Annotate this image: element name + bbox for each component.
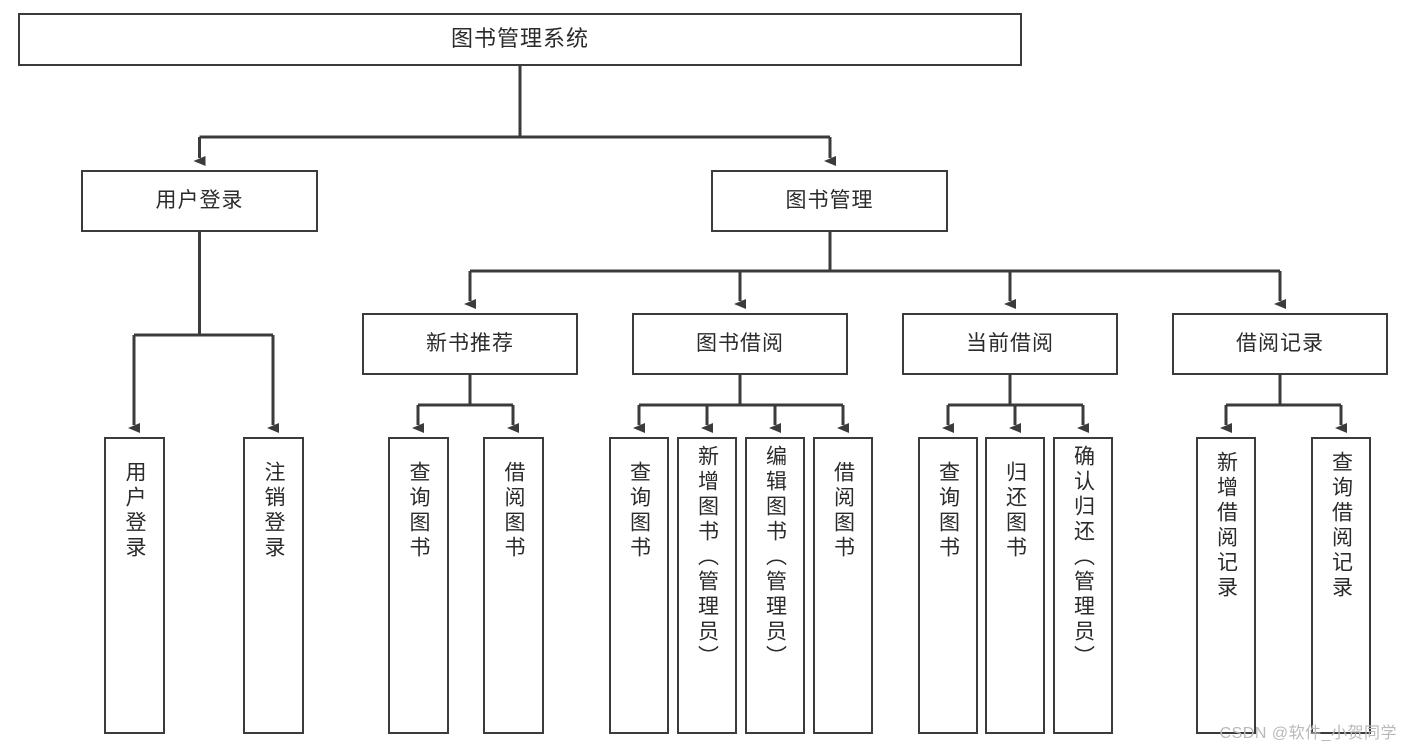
node-leaf-add-book-admin-label: 新增图书（管理员） [695,445,719,670]
node-leaf-add-borrow-record[interactable]: 新增借阅记录 [1196,437,1256,734]
watermark: CSDN @软件_小贺同学 [1219,725,1397,742]
node-user-login-label: 用户登录 [155,188,244,212]
node-leaf-query-book-1-label: 查询图书 [407,461,430,561]
node-current-borrow[interactable]: 当前借阅 [902,313,1118,375]
node-book-borrow-label: 图书借阅 [696,331,784,355]
node-book-manage-label: 图书管理 [785,188,874,212]
node-leaf-query-book-3[interactable]: 查询图书 [918,437,978,734]
node-current-borrow-label: 当前借阅 [966,331,1054,355]
node-leaf-borrow-book-1[interactable]: 借阅图书 [483,437,544,734]
node-new-book-recommend[interactable]: 新书推荐 [362,313,578,375]
node-borrow-record[interactable]: 借阅记录 [1172,313,1388,375]
node-leaf-add-borrow-record-label: 新增借阅记录 [1214,451,1238,601]
node-leaf-edit-book-admin-label: 编辑图书（管理员） [763,445,787,670]
node-leaf-user-login[interactable]: 用户登录 [104,437,165,734]
node-leaf-query-book-2-label: 查询图书 [627,461,651,561]
node-leaf-query-book-2[interactable]: 查询图书 [609,437,669,734]
node-root-label: 图书管理系统 [450,26,589,52]
node-leaf-query-borrow-record[interactable]: 查询借阅记录 [1311,437,1371,734]
node-new-book-recommend-label: 新书推荐 [426,331,514,355]
node-leaf-edit-book-admin[interactable]: 编辑图书（管理员） [745,437,805,734]
node-user-login[interactable]: 用户登录 [81,170,318,232]
node-book-manage[interactable]: 图书管理 [711,170,948,232]
node-leaf-query-book-1[interactable]: 查询图书 [388,437,449,734]
node-leaf-borrow-book-2[interactable]: 借阅图书 [813,437,873,734]
node-leaf-confirm-return-admin[interactable]: 确认归还（管理员） [1053,437,1113,734]
node-leaf-return-book[interactable]: 归还图书 [985,437,1045,734]
node-borrow-record-label: 借阅记录 [1236,331,1324,355]
node-leaf-query-borrow-record-label: 查询借阅记录 [1329,451,1353,601]
node-leaf-return-book-label: 归还图书 [1003,461,1027,561]
node-leaf-logout-label: 注销登录 [262,461,285,561]
node-book-borrow[interactable]: 图书借阅 [632,313,848,375]
node-leaf-borrow-book-2-label: 借阅图书 [831,461,855,561]
node-leaf-borrow-book-1-label: 借阅图书 [502,461,525,561]
node-leaf-user-login-label: 用户登录 [123,461,146,561]
node-leaf-confirm-return-admin-label: 确认归还（管理员） [1071,445,1095,670]
node-leaf-add-book-admin[interactable]: 新增图书（管理员） [677,437,737,734]
node-root[interactable]: 图书管理系统 [18,13,1022,66]
node-leaf-logout[interactable]: 注销登录 [243,437,304,734]
node-leaf-query-book-3-label: 查询图书 [936,461,960,561]
